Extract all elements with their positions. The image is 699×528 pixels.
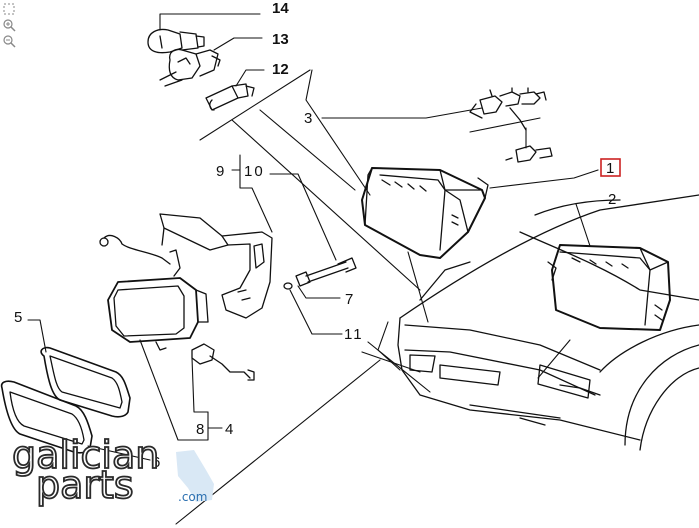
- bulb-part-14: [147, 28, 205, 54]
- bulb-part-12: [205, 83, 255, 111]
- fog-lamp-assembly: [99, 234, 255, 381]
- callout-11: 11: [344, 326, 364, 343]
- bracket-part-9: [159, 213, 273, 319]
- callout-13: 13: [272, 31, 289, 48]
- screw-part-7: [295, 257, 357, 287]
- watermark-line2: parts: [36, 463, 134, 507]
- callout-labels: 14 13 12 3 1 2 9 10 7 11 5 8 4 6: [14, 0, 621, 471]
- map-shape-icon: [176, 450, 214, 502]
- lens-part-6: [0, 380, 93, 454]
- callout-8: 8: [196, 421, 204, 438]
- watermark-suffix: .com: [178, 490, 207, 504]
- viewer-toolbar: [2, 2, 18, 48]
- leader-lines: [27, 13, 599, 525]
- callout-5: 5: [14, 309, 22, 326]
- callout-6: 6: [152, 454, 160, 471]
- connector-part-3: [469, 87, 553, 163]
- callout-3: 3: [304, 110, 312, 127]
- callout-7: 7: [345, 291, 353, 308]
- zoom-out-icon[interactable]: [2, 34, 16, 48]
- watermark-logo: galician parts .com: [11, 432, 214, 508]
- callout-1[interactable]: 1: [606, 160, 614, 177]
- headlamp-part-2: [547, 244, 671, 331]
- highlight-box-1: [600, 158, 621, 177]
- callout-4: 4: [225, 421, 233, 438]
- bulb-part-13: [159, 48, 221, 87]
- callout-12: 12: [272, 61, 289, 78]
- gasket-part-5: [40, 346, 131, 418]
- callout-14: 14: [272, 0, 289, 17]
- car-body-drawing: [397, 194, 699, 451]
- callout-2: 2: [608, 191, 616, 208]
- headlamp-part-1: [361, 167, 489, 259]
- zoom-in-icon[interactable]: [2, 18, 16, 32]
- fit-page-icon[interactable]: [2, 2, 16, 16]
- callout-10: 10: [244, 163, 265, 180]
- watermark-line1: galician: [12, 433, 159, 477]
- washer-part-11: [283, 282, 293, 290]
- callout-9: 9: [216, 163, 224, 180]
